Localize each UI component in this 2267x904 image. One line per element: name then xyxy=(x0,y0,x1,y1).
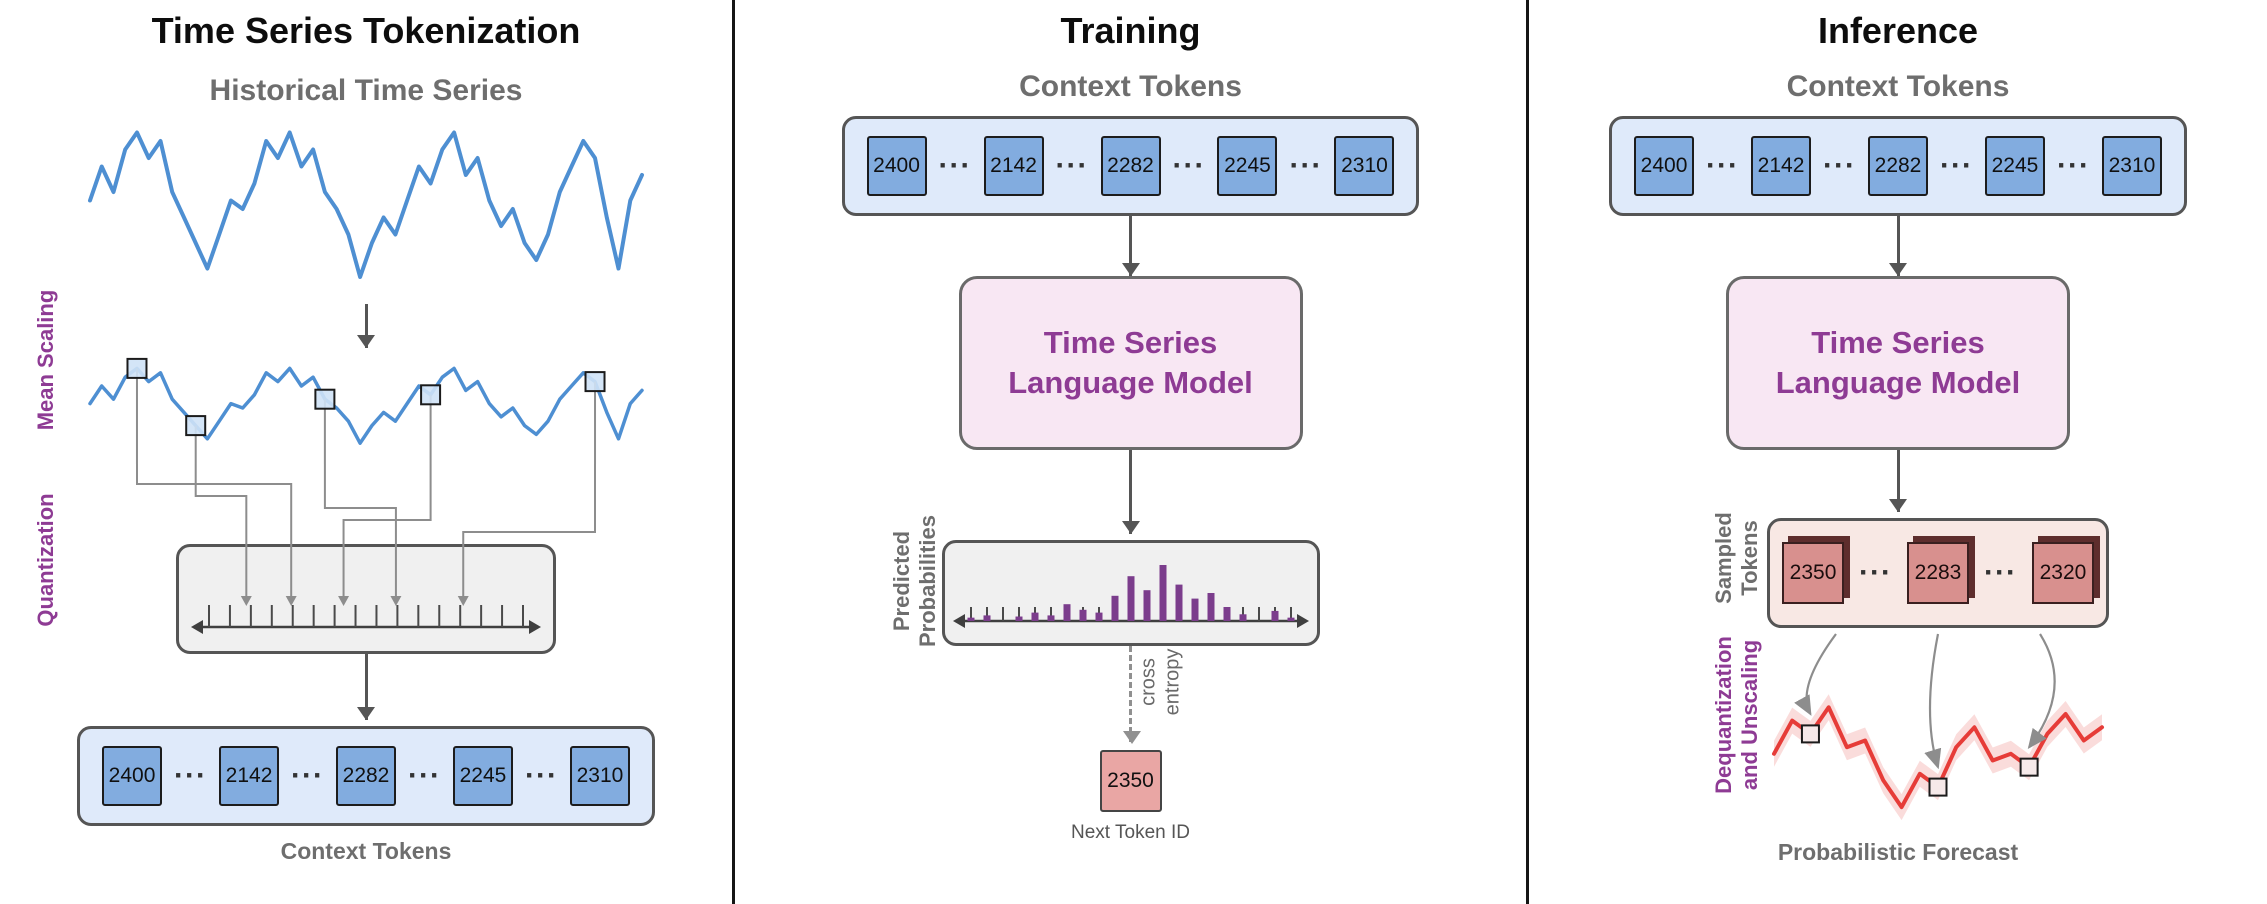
context-tokens-header: Context Tokens xyxy=(1019,70,1242,103)
context-tokens-header: Context Tokens xyxy=(1786,70,2010,103)
sampled-tokens-container: 2350 ··· 2283 ··· 2320 xyxy=(1767,518,2109,628)
sampled-text: Sampled xyxy=(1711,512,1737,604)
historical-series-title: Historical Time Series xyxy=(209,74,523,107)
next-token-caption: Next Token ID xyxy=(1071,822,1190,843)
sampled-tokens-label: Sampled Tokens xyxy=(1711,512,1763,604)
model-label-line1: Time Series xyxy=(1811,324,1985,360)
time-series-language-model-box: Time Series Language Model xyxy=(1726,276,2070,450)
down-arrow-icon xyxy=(1129,450,1132,534)
dequantization-label: Dequantization and Unscaling xyxy=(1711,636,1763,794)
down-arrow-icon xyxy=(364,304,368,348)
mean-scaling-label: Mean Scaling xyxy=(33,290,59,431)
context-tokens-caption: Context Tokens xyxy=(280,838,452,864)
historical-time-series-chart xyxy=(88,130,644,279)
next-token-box: 2350 xyxy=(1099,750,1162,812)
context-token: 2400 xyxy=(1634,136,1695,196)
ellipsis: ··· xyxy=(1055,149,1089,182)
predicted-probabilities-box xyxy=(941,540,1320,646)
probabilistic-forecast-chart xyxy=(1772,633,2104,821)
token-connector-lines xyxy=(136,464,596,606)
down-arrow-icon xyxy=(1896,450,1900,512)
quantization-box xyxy=(176,544,556,654)
model-label-line2: Language Model xyxy=(1008,365,1253,400)
and-unscaling-text: and Unscaling xyxy=(1737,639,1762,791)
mean-scaled-series-chart xyxy=(88,357,644,464)
context-tokens-container: 2400 ··· 2142 ··· 2282 ··· 2245 ··· 2310 xyxy=(841,116,1420,216)
context-token: 2282 xyxy=(1100,136,1161,196)
ellipsis: ··· xyxy=(938,149,972,182)
tokenization-title: Time Series Tokenization xyxy=(151,10,581,51)
context-token: 2245 xyxy=(1984,136,2045,196)
panel-tokenization: Time Series Tokenization Historical Time… xyxy=(0,0,732,904)
quantization-label: Quantization xyxy=(33,493,59,626)
ellipsis: ··· xyxy=(291,759,324,792)
panel-divider xyxy=(1526,0,1529,904)
ellipsis: ··· xyxy=(2056,149,2090,182)
quantization-area xyxy=(86,464,646,654)
cross-text: cross xyxy=(1137,658,1160,706)
ellipsis: ··· xyxy=(408,759,441,792)
panel-inference: Inference Context Tokens 2400 ··· 2142 ·… xyxy=(1529,0,2267,904)
dequantization-text: Dequantization xyxy=(1711,636,1737,794)
context-token: 2142 xyxy=(1751,136,1812,196)
panel-divider xyxy=(732,0,735,904)
training-title: Training xyxy=(1060,10,1201,51)
sampled-token: 2283 xyxy=(1907,542,1969,604)
ellipsis: ··· xyxy=(1823,149,1856,182)
context-token: 2400 xyxy=(102,746,163,806)
cross-entropy-label: cross entropy xyxy=(1137,649,1184,716)
ellipsis: ··· xyxy=(1172,149,1206,182)
cross-entropy-arrow xyxy=(1129,646,1132,742)
probability-histogram xyxy=(952,565,1309,628)
ellipsis: ··· xyxy=(1940,149,1973,182)
tokens-text: Tokens xyxy=(1737,520,1762,596)
context-tokens-container: 2400 ··· 2142 ··· 2282 ··· 2245 ··· 2310 xyxy=(77,726,655,826)
ellipsis: ··· xyxy=(524,759,558,792)
sampled-token: 2320 xyxy=(2031,542,2094,604)
ellipsis: ··· xyxy=(1984,556,2017,589)
context-token: 2282 xyxy=(336,746,396,806)
context-token: 2142 xyxy=(219,746,280,806)
inference-title: Inference xyxy=(1817,10,1979,51)
down-arrow-icon xyxy=(364,654,368,720)
time-series-language-model-box: Time Series Language Model xyxy=(958,276,1303,450)
predicted-text: Predicted xyxy=(889,530,915,632)
down-arrow-icon xyxy=(1896,216,1900,276)
forecast-caption: Probabilistic Forecast xyxy=(1777,839,2019,865)
sampled-token: 2350 xyxy=(1782,542,1845,604)
context-token: 2310 xyxy=(1334,136,1395,196)
quantization-axis xyxy=(191,605,541,634)
probabilities-text: Probabilities xyxy=(915,514,940,648)
context-token: 2282 xyxy=(1868,136,1928,196)
mean-scaling-text: Mean Scaling xyxy=(33,289,59,431)
context-token: 2400 xyxy=(866,136,927,196)
context-token: 2310 xyxy=(569,746,630,806)
predicted-probabilities-label: Predicted Probabilities xyxy=(889,515,941,647)
ellipsis: ··· xyxy=(1859,556,1892,589)
context-token: 2310 xyxy=(2101,136,2162,196)
model-label-line1: Time Series xyxy=(1043,324,1218,360)
context-token: 2245 xyxy=(452,746,513,806)
ellipsis: ··· xyxy=(1706,149,1740,182)
context-token: 2142 xyxy=(983,136,1044,196)
panel-training: Training Context Tokens 2400 ··· 2142 ··… xyxy=(735,0,1526,904)
down-arrow-icon xyxy=(1129,216,1132,276)
ellipsis: ··· xyxy=(174,759,208,792)
context-tokens-container: 2400 ··· 2142 ··· 2282 ··· 2245 ··· 2310 xyxy=(1609,116,2187,216)
ellipsis: ··· xyxy=(1289,149,1323,182)
entropy-text: entropy xyxy=(1161,648,1183,716)
model-label-line2: Language Model xyxy=(1775,365,2021,400)
context-token: 2245 xyxy=(1217,136,1278,196)
quantization-text: Quantization xyxy=(33,493,59,627)
